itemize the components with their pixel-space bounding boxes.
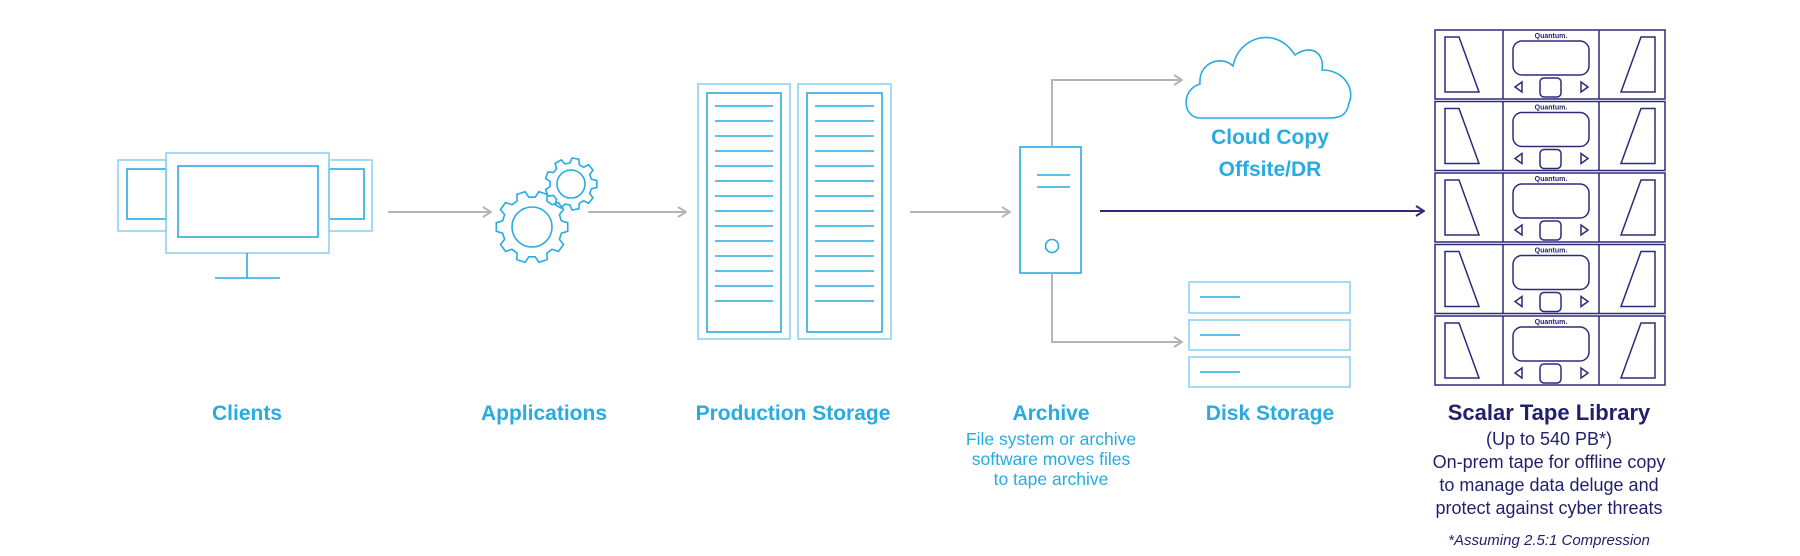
left-arrow-button [1513, 366, 1523, 380]
archive-label: Archive [1012, 402, 1089, 425]
archive-desc-line-2: software moves files [972, 449, 1131, 469]
production-storage-label: Production Storage [696, 402, 891, 425]
right-arrow-button [1580, 80, 1590, 94]
tape-magazine-left [1444, 322, 1481, 379]
gears-icon [495, 157, 598, 264]
archive-desc-line-1: File system or archive [966, 429, 1136, 449]
display-panel [1512, 254, 1590, 291]
control-button [1539, 220, 1562, 241]
display-panel [1512, 40, 1590, 76]
storage-racks-icon [697, 83, 892, 340]
control-button [1539, 363, 1562, 384]
cloud-label-line-1: Cloud Copy [1211, 126, 1329, 149]
right-arrow-button [1580, 152, 1590, 165]
left-arrow-button [1513, 80, 1523, 94]
quantum-logo: Quantum. [1535, 105, 1568, 112]
control-button [1539, 77, 1562, 98]
right-arrow-button [1580, 223, 1590, 237]
tape-magazine-left [1444, 179, 1481, 236]
left-arrow-button [1513, 223, 1523, 237]
display-panel [1512, 183, 1590, 219]
monitors-icon [117, 152, 373, 279]
quantum-logo: Quantum. [1535, 176, 1568, 183]
control-button [1539, 148, 1562, 170]
left-arrow-button [1513, 295, 1523, 308]
tape-magazine-right [1619, 36, 1656, 93]
clients-label: Clients [212, 402, 282, 425]
tape-library-module: Quantum. [1434, 100, 1666, 172]
tape-magazine-left [1444, 250, 1481, 308]
disk-storage-label: Disk Storage [1206, 402, 1334, 425]
server-icon [1019, 146, 1082, 274]
tape-magazine-right [1619, 107, 1656, 165]
cloud-icon [1185, 36, 1352, 119]
tape-library-module: Quantum. [1434, 243, 1666, 315]
tape-library-label: Scalar Tape Library [1448, 400, 1651, 425]
tape-magazine-right [1619, 250, 1656, 308]
tape-magazine-right [1619, 179, 1656, 236]
applications-label: Applications [481, 402, 607, 425]
quantum-logo: Quantum. [1535, 33, 1568, 40]
tape-library-icon: Quantum. Quantum. Quantum. Quantum. Quantum. [1434, 29, 1666, 386]
tape-library-desc-line-2: to manage data deluge and [1439, 475, 1658, 495]
compression-footnote: *Assuming 2.5:1 Compression [1448, 532, 1650, 549]
cloud-label-line-2: Offsite/DR [1219, 158, 1322, 181]
tape-library-desc-line-1: On-prem tape for offline copy [1433, 452, 1666, 472]
display-panel [1512, 111, 1590, 148]
tape-magazine-left [1444, 36, 1481, 93]
tape-magazine-right [1619, 322, 1656, 379]
branch-to-cloud [1051, 80, 1182, 147]
tape-library-module: Quantum. [1434, 172, 1666, 243]
quantum-logo: Quantum. [1535, 248, 1568, 255]
right-arrow-button [1580, 366, 1590, 380]
disk-array-icon [1188, 281, 1351, 388]
archive-desc-line-3: to tape archive [994, 469, 1109, 489]
tape-library-desc-line-3: protect against cyber threats [1435, 498, 1662, 518]
quantum-logo: Quantum. [1535, 319, 1568, 326]
tape-magazine-left [1444, 107, 1481, 165]
tape-library-module: Quantum. [1434, 29, 1666, 100]
branch-to-disk [1051, 273, 1182, 342]
right-arrow-button [1580, 295, 1590, 308]
left-arrow-button [1513, 152, 1523, 165]
display-panel [1512, 326, 1590, 362]
control-button [1539, 291, 1562, 313]
tape-library-capacity: (Up to 540 PB*) [1486, 429, 1612, 449]
tape-library-module: Quantum. [1434, 315, 1666, 386]
